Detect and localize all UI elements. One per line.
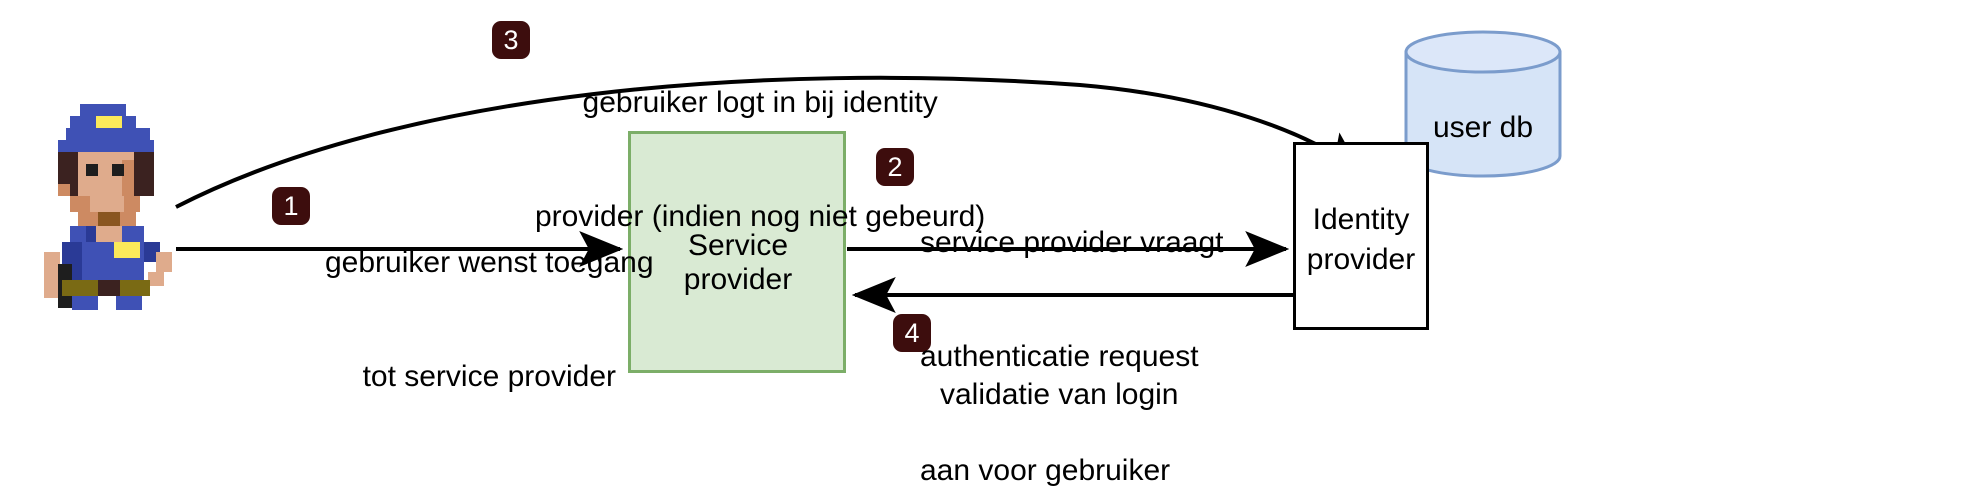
step-badge-4: 4: [893, 314, 931, 352]
step-label-3-line-2: provider (indien nog niet gebeurd): [535, 200, 986, 233]
arrow-step-3: [175, 75, 1363, 209]
step-badge-1: 1: [272, 187, 310, 225]
step-label-2: service provider vraagt authenticatie re…: [920, 148, 1223, 489]
user-avatar-icon: [44, 104, 172, 310]
step-label-1-line-1: gebruiker wenst toegang: [325, 246, 654, 279]
step-label-4-line-1: validatie van login: [940, 378, 1179, 411]
user-db-label: user db: [1432, 111, 1534, 144]
step-badge-2: 2: [876, 148, 914, 186]
service-provider-box[interactable]: [628, 131, 846, 373]
step-label-3-line-1: gebruiker logt in bij identity: [582, 86, 938, 119]
service-provider-label: Service provider: [683, 229, 793, 296]
step-label-2-line-3: aan voor gebruiker: [920, 454, 1171, 487]
identity-provider-label-line-1: Identity: [1312, 203, 1410, 236]
step-badge-3: 3: [492, 21, 530, 59]
step-label-4: validatie van login gebruiker: [940, 300, 1179, 489]
identity-provider-box[interactable]: [1293, 142, 1429, 330]
step-label-1-line-2: tot service provider: [362, 360, 616, 393]
user-db-cylinder: [1404, 30, 1562, 178]
step-label-1: gebruiker wenst toegang tot service prov…: [325, 168, 654, 472]
step-label-3: gebruiker logt in bij identity provider …: [535, 8, 985, 312]
identity-provider-label: Identity provider: [1290, 200, 1432, 280]
step-label-2-line-1: service provider vraagt: [920, 226, 1224, 259]
identity-provider-label-line-2: provider: [1306, 243, 1416, 276]
step-label-2-line-2: authenticatie request: [920, 340, 1199, 373]
cylinder-top: [1404, 30, 1562, 74]
